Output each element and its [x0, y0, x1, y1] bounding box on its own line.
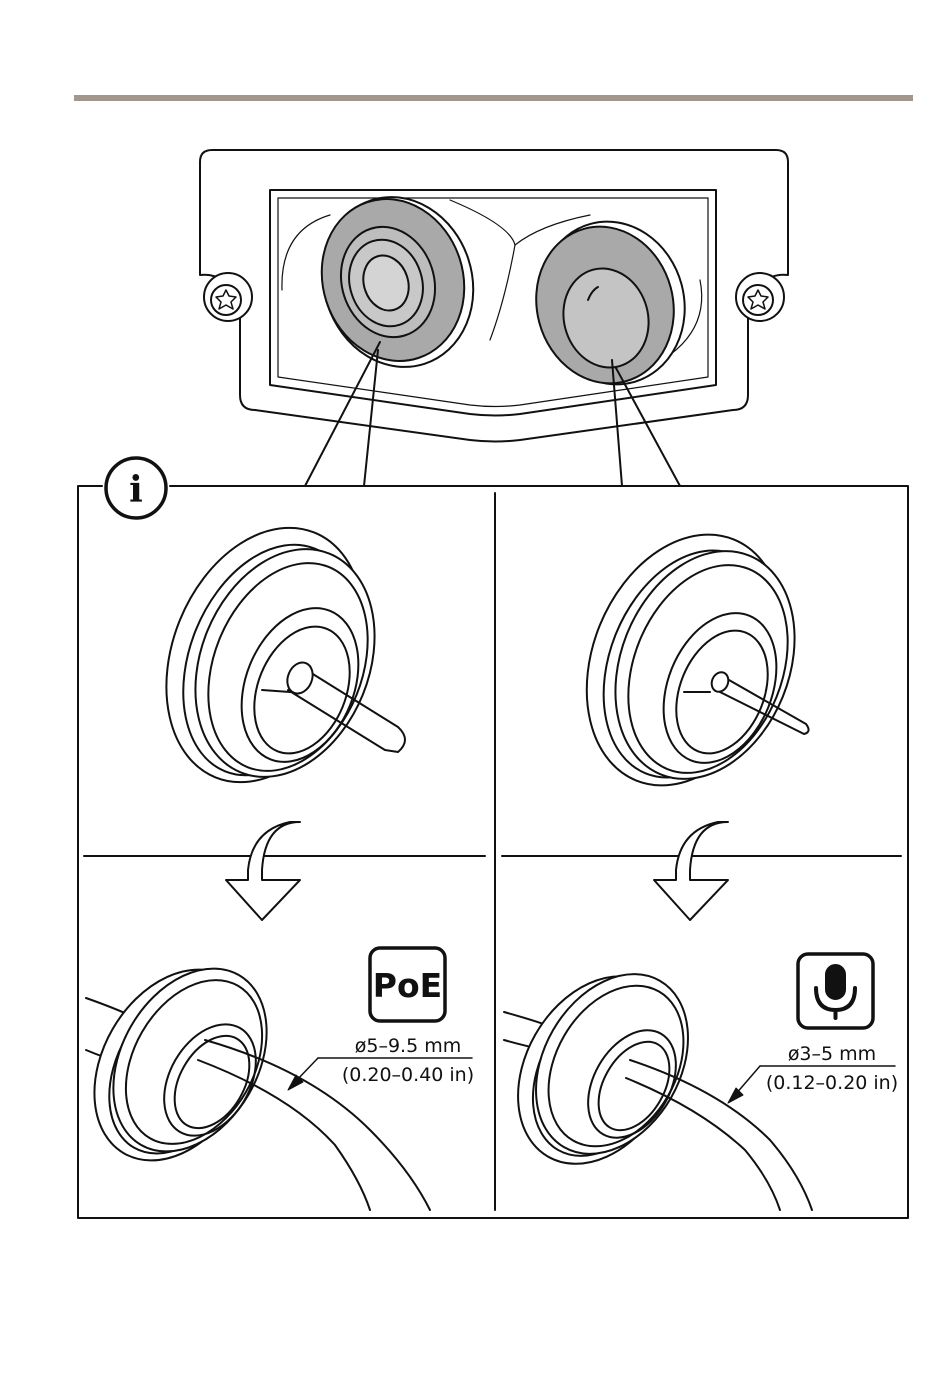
- right-dimension-metric: ø3–5 mm: [788, 1043, 876, 1065]
- microphone-icon: [798, 954, 873, 1028]
- left-grommet-unfitted: [130, 498, 407, 812]
- right-curved-down-arrow-icon: [654, 822, 728, 920]
- device-housing: [200, 150, 788, 442]
- right-grommet-fitted: [486, 947, 812, 1210]
- right-dimension-imperial: (0.12–0.20 in): [766, 1072, 898, 1094]
- left-curved-down-arrow-icon: [226, 822, 300, 920]
- left-dimension-imperial: (0.20–0.40 in): [342, 1064, 474, 1086]
- callout-left: [305, 342, 380, 486]
- right-grommet-unfitted: [551, 505, 827, 815]
- left-screw-icon: [204, 273, 252, 321]
- housing-left-grommet: [301, 177, 495, 386]
- left-dimension-metric: ø5–9.5 mm: [355, 1035, 462, 1057]
- info-glyph: i: [129, 469, 143, 511]
- right-screw-icon: [736, 273, 784, 321]
- poe-badge-label: PoE: [373, 966, 442, 1005]
- housing-right-grommet: [519, 205, 703, 401]
